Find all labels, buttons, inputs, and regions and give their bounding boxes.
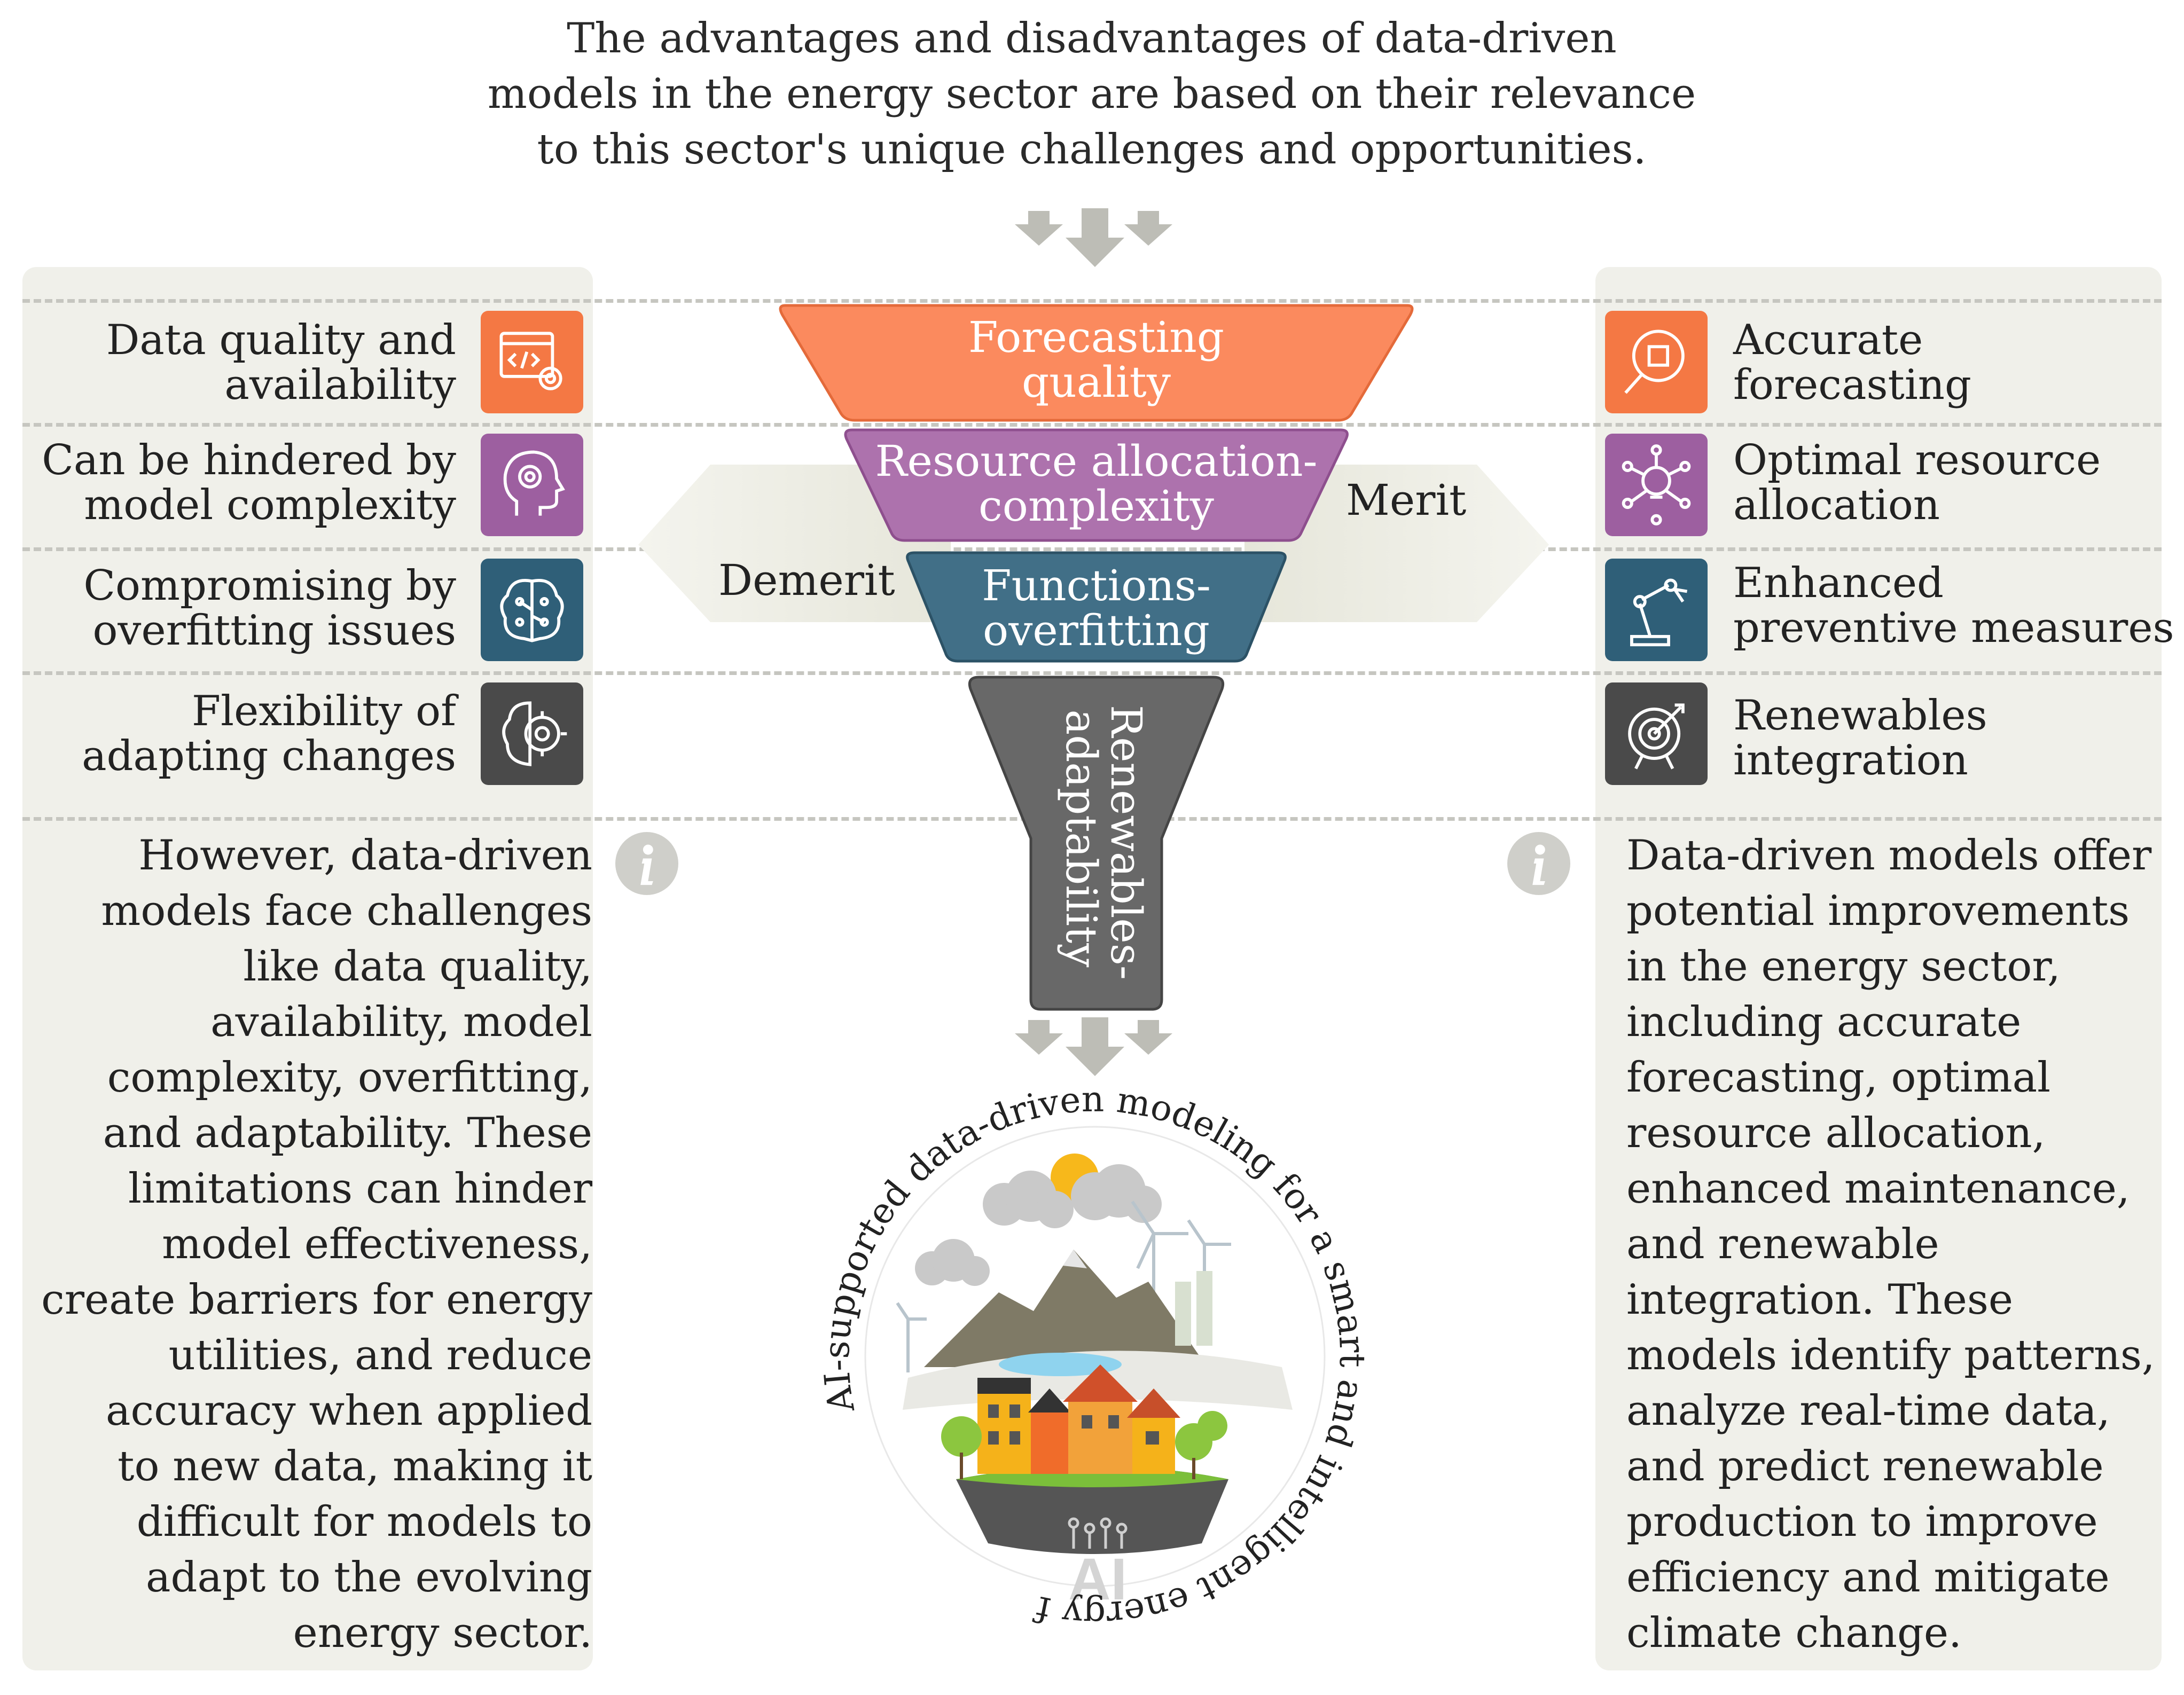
funnel-stage-resource (844, 428, 1349, 542)
down-arrows-bottom (1015, 1017, 1172, 1076)
brain-gear-icon (481, 682, 583, 785)
ai-logo-text: AI (1068, 1547, 1127, 1612)
merit-label-2: Optimal resource allocation (1733, 436, 2101, 529)
row-divider (22, 671, 2162, 675)
demerit-label-1: Data quality and availability (106, 316, 456, 409)
info-icon (615, 832, 678, 895)
row-divider (22, 299, 2162, 303)
funnel-label-forecasting: Forecasting quality (968, 312, 1224, 407)
target-icon (1605, 682, 1708, 785)
demerit-label-4: Flexibility of adapting changes (82, 687, 456, 780)
merits-summary: Data-driven models offer potential impro… (1626, 831, 2155, 1657)
brain-circuit-icon (481, 559, 583, 661)
demerit-band (638, 465, 951, 622)
row-divider (22, 547, 2162, 551)
demerit-label-2: Can be hindered by model complexity (42, 436, 456, 529)
diagram-title: The advantages and disadvantages of data… (397, 11, 1786, 177)
merit-label-3: Enhanced preventive measures (1733, 559, 2174, 652)
merit-band (1244, 465, 1549, 622)
funnel-label-resource: Resource allocation- complexity (875, 436, 1318, 531)
funnel-stage-functions (906, 551, 1287, 663)
title-line-2: models in the energy sector are based on… (487, 70, 1696, 118)
merit-label: Merit (1346, 475, 1467, 525)
demerit-label: Demerit (718, 555, 895, 605)
code-gear-icon (481, 311, 583, 413)
row-divider (22, 423, 2162, 427)
funnel-label-functions: Functions- overfitting (982, 561, 1211, 655)
mountain-icon (924, 1250, 1207, 1367)
bulb-network-icon (1605, 434, 1708, 536)
ai-chip-icon (1068, 1517, 1128, 1549)
robot-arm-icon (1605, 559, 1708, 661)
merit-label-1: Accurate forecasting (1733, 316, 1971, 409)
chip-magnifier-icon (1605, 311, 1708, 413)
info-icon (1507, 832, 1570, 895)
title-line-1: The advantages and disadvantages of data… (567, 14, 1617, 62)
merit-label-4: Renewables integration (1733, 692, 1987, 784)
demerits-summary: However, data-driven models face challen… (41, 831, 592, 1657)
title-line-3: to this sector's unique challenges and o… (537, 125, 1647, 174)
funnel-stage-forecasting (779, 304, 1414, 422)
house-icon (977, 1364, 1180, 1474)
tree-icon (941, 1411, 1227, 1461)
demerit-label-3: Compromising by overfitting issues (83, 562, 456, 655)
funnel-stage-renewables (968, 676, 1225, 1011)
down-arrows-top (1015, 208, 1172, 267)
funnel-label-renewables: Renewables- adaptability (1056, 705, 1151, 980)
head-gear-icon (481, 434, 583, 536)
